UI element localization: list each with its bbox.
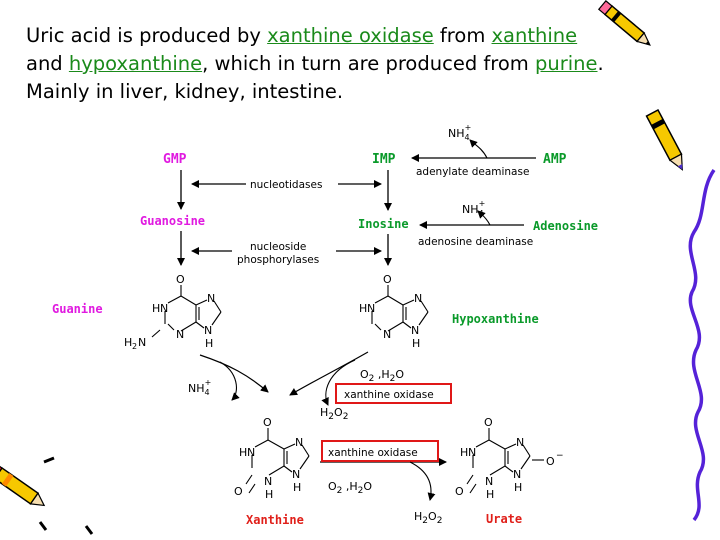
svg-text:N: N bbox=[138, 336, 146, 349]
label-adenosine: Adenosine bbox=[533, 219, 598, 233]
link-xanthine[interactable]: xanthine bbox=[491, 24, 578, 47]
svg-text:N: N bbox=[411, 324, 419, 337]
pencil-decoration-bottom-left bbox=[0, 456, 94, 535]
enzyme-xanthine-oxidase-1: xanthine oxidase bbox=[344, 389, 434, 401]
xanthine-structure bbox=[245, 428, 310, 494]
enzyme-nucleotidases: nucleotidases bbox=[250, 179, 322, 191]
arrow-nh4-release-guanine bbox=[219, 361, 240, 401]
xanthine-oxidase-box-1 bbox=[335, 383, 452, 404]
arrow-guanine-to-xanthine bbox=[199, 354, 269, 393]
squiggle-border-decoration bbox=[688, 168, 716, 522]
svg-text:H: H bbox=[460, 446, 468, 459]
label-urate: Urate bbox=[486, 512, 522, 526]
svg-text:−: − bbox=[556, 451, 564, 461]
svg-text:H: H bbox=[293, 481, 301, 494]
svg-text:O: O bbox=[383, 273, 392, 286]
label-gmp: GMP bbox=[163, 152, 187, 167]
label-inosine: Inosine bbox=[358, 217, 409, 231]
svg-text:H: H bbox=[265, 488, 273, 501]
svg-text:N: N bbox=[513, 468, 521, 481]
label-xanthine: Xanthine bbox=[246, 513, 304, 527]
svg-text:O: O bbox=[234, 485, 243, 498]
arrow-o2-consumed-1 bbox=[321, 359, 356, 406]
enzyme-adenylate-deaminase: adenylate deaminase bbox=[416, 166, 529, 178]
reagent-h2o2-2: H2O2 bbox=[414, 510, 442, 526]
reagent-o2-h2o-1: O2 ,H2O bbox=[360, 368, 404, 384]
guanine-structure bbox=[151, 285, 222, 338]
link-purine[interactable]: purine bbox=[534, 52, 598, 75]
intro-text-part: and bbox=[26, 52, 69, 75]
svg-text:O: O bbox=[546, 455, 555, 468]
urate-structure bbox=[466, 428, 544, 494]
svg-text:N: N bbox=[264, 475, 272, 488]
enzyme-adenosine-deaminase: adenosine deaminase bbox=[418, 236, 533, 248]
svg-text:H: H bbox=[205, 337, 213, 350]
svg-text:H: H bbox=[239, 446, 247, 459]
svg-text:N: N bbox=[207, 292, 215, 305]
svg-text:N: N bbox=[247, 446, 255, 459]
label-hypoxanthine: Hypoxanthine bbox=[452, 312, 539, 326]
hypoxanthine-structure bbox=[371, 285, 429, 332]
svg-text:O: O bbox=[484, 416, 493, 429]
reagent-nh4-guanine: NH4+ bbox=[188, 378, 211, 397]
reagent-h2o2-1: H2O2 bbox=[320, 406, 348, 422]
svg-text:H: H bbox=[412, 337, 420, 350]
label-imp: IMP bbox=[372, 152, 396, 167]
svg-text:H: H bbox=[514, 481, 522, 494]
label-guanosine: Guanosine bbox=[140, 214, 205, 228]
svg-text:N: N bbox=[176, 328, 184, 341]
svg-text:N: N bbox=[414, 292, 422, 305]
svg-text:N: N bbox=[383, 328, 391, 341]
svg-text:O: O bbox=[455, 485, 464, 498]
enzyme-nucleoside: nucleoside bbox=[250, 241, 306, 253]
svg-text:H: H bbox=[124, 336, 132, 349]
svg-text:H: H bbox=[486, 488, 494, 501]
label-guanine: Guanine bbox=[52, 302, 103, 316]
intro-text-part: . bbox=[597, 52, 604, 75]
link-xanthine-oxidase[interactable]: xanthine oxidase bbox=[267, 24, 434, 47]
pencil-decoration-top-right bbox=[597, 0, 651, 46]
label-amp: AMP bbox=[543, 152, 567, 167]
arrow-nh4-release-amp bbox=[469, 139, 488, 159]
reagent-o2-h2o-2: O2 ,H2O bbox=[328, 480, 372, 496]
intro-line-3: Mainly in liver, kidney, intestine. bbox=[26, 80, 344, 103]
pencil-decoration-right bbox=[645, 108, 683, 171]
intro-text-part: from bbox=[433, 24, 492, 47]
intro-text: Uric acid is produced by xanthine oxidas… bbox=[26, 22, 706, 106]
arrow-h2o2-release-2 bbox=[409, 461, 436, 501]
reagent-nh4-amp: NH4+ bbox=[448, 123, 471, 142]
enzyme-xanthine-oxidase-2: xanthine oxidase bbox=[328, 447, 418, 459]
svg-text:N: N bbox=[367, 302, 375, 315]
link-hypoxanthine[interactable]: hypoxanthine bbox=[68, 52, 203, 75]
enzyme-phosphorylases: phosphorylases bbox=[237, 254, 319, 266]
reagent-nh4-adenosine: NH4+ bbox=[462, 199, 485, 218]
svg-text:N: N bbox=[485, 475, 493, 488]
intro-text-part: Uric acid is produced by bbox=[26, 24, 268, 47]
svg-text:O: O bbox=[263, 416, 272, 429]
svg-text:N: N bbox=[204, 324, 212, 337]
svg-text:H: H bbox=[152, 302, 160, 315]
xanthine-oxidase-box-2 bbox=[321, 440, 439, 462]
svg-text:N: N bbox=[160, 302, 168, 315]
arrow-nh4-release-adenosine bbox=[477, 210, 491, 226]
intro-text-part: , which in turn are produced from bbox=[202, 52, 535, 75]
svg-text:N: N bbox=[468, 446, 476, 459]
svg-text:O: O bbox=[176, 273, 185, 286]
arrow-hypoxanthine-to-xanthine bbox=[289, 351, 369, 396]
svg-text:N: N bbox=[292, 468, 300, 481]
svg-text:N: N bbox=[516, 436, 524, 449]
svg-text:H: H bbox=[359, 302, 367, 315]
svg-text:N: N bbox=[295, 436, 303, 449]
svg-text:2: 2 bbox=[132, 342, 137, 351]
